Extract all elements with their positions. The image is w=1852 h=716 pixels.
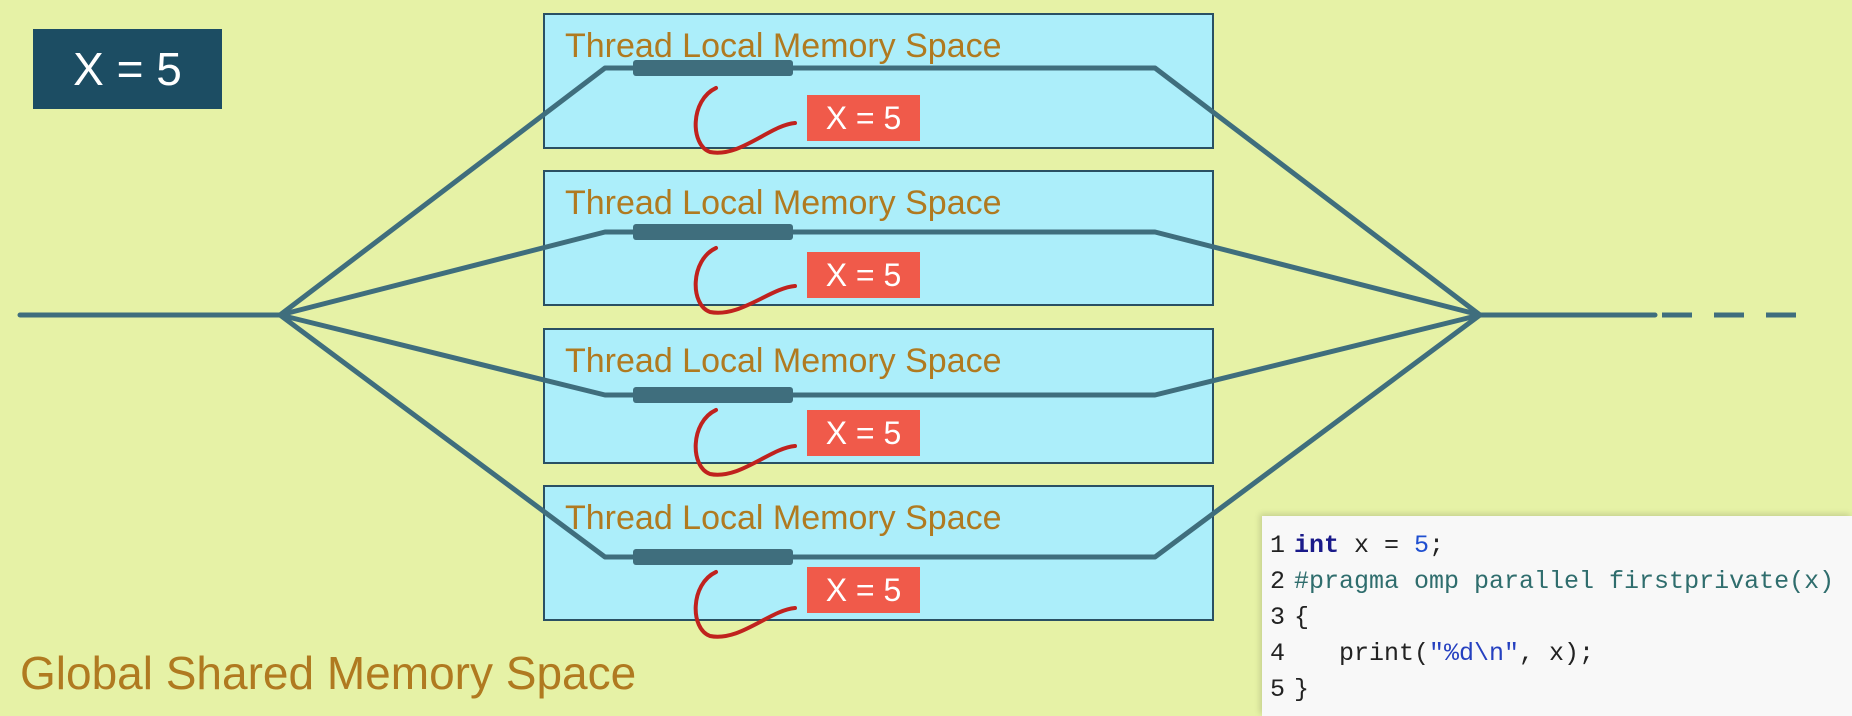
code-number: 5 xyxy=(1414,531,1430,560)
thread-work-bar-4 xyxy=(633,549,793,565)
thread-work-bar-2 xyxy=(633,224,793,240)
thread-title: Thread Local Memory Space xyxy=(565,499,1002,537)
copy-curve-1 xyxy=(693,86,797,155)
code-text: print( xyxy=(1294,639,1430,668)
code-string: "%d\n" xyxy=(1429,639,1520,668)
code-line-5: 5} xyxy=(1270,672,1852,708)
local-variable-badge: X = 5 xyxy=(807,567,920,613)
global-variable-badge: X = 5 xyxy=(33,29,222,109)
thread-title: Thread Local Memory Space xyxy=(565,342,1002,380)
copy-curve-2 xyxy=(693,246,797,315)
code-line-2: 2 #pragma omp parallel firstprivate(x) xyxy=(1270,564,1852,600)
code-keyword: int xyxy=(1294,531,1340,560)
code-line-1: 1 int x = 5; xyxy=(1270,528,1852,564)
line-number: 5 xyxy=(1270,675,1286,704)
line-number: 3 xyxy=(1270,603,1286,632)
code-text: x = xyxy=(1339,531,1415,560)
thread-box-1: Thread Local Memory Space X = 5 xyxy=(543,13,1214,149)
global-memory-label: Global Shared Memory Space xyxy=(20,647,637,699)
line-number: 2 xyxy=(1270,567,1286,596)
code-text: { xyxy=(1294,603,1310,632)
thread-title: Thread Local Memory Space xyxy=(565,184,1002,222)
code-text: ; xyxy=(1429,531,1445,560)
code-text: } xyxy=(1294,675,1310,704)
local-variable-badge: X = 5 xyxy=(807,95,920,141)
code-text: , x); xyxy=(1519,639,1595,668)
code-snippet: 1 int x = 5; 2 #pragma omp parallel firstp… xyxy=(1262,516,1852,716)
copy-curve-4 xyxy=(693,570,797,639)
code-pragma: #pragma omp parallel firstprivate(x) xyxy=(1294,567,1835,596)
thread-path-3 xyxy=(277,312,1483,398)
local-variable-badge: X = 5 xyxy=(807,252,920,298)
line-number: 1 xyxy=(1270,531,1286,560)
line-number: 4 xyxy=(1270,639,1286,668)
code-line-4: 4 print("%d\n", x); xyxy=(1270,636,1852,672)
thread-path-1 xyxy=(277,65,1483,318)
thread-path-2 xyxy=(277,229,1483,318)
copy-curve-3 xyxy=(693,408,797,477)
thread-path-4 xyxy=(277,312,1483,560)
thread-title: Thread Local Memory Space xyxy=(565,27,1002,65)
thread-work-bar-1 xyxy=(633,60,793,76)
code-line-3: 3{ xyxy=(1270,600,1852,636)
local-variable-badge: X = 5 xyxy=(807,410,920,456)
thread-work-bar-3 xyxy=(633,387,793,403)
thread-box-4: Thread Local Memory Space X = 5 xyxy=(543,485,1214,621)
